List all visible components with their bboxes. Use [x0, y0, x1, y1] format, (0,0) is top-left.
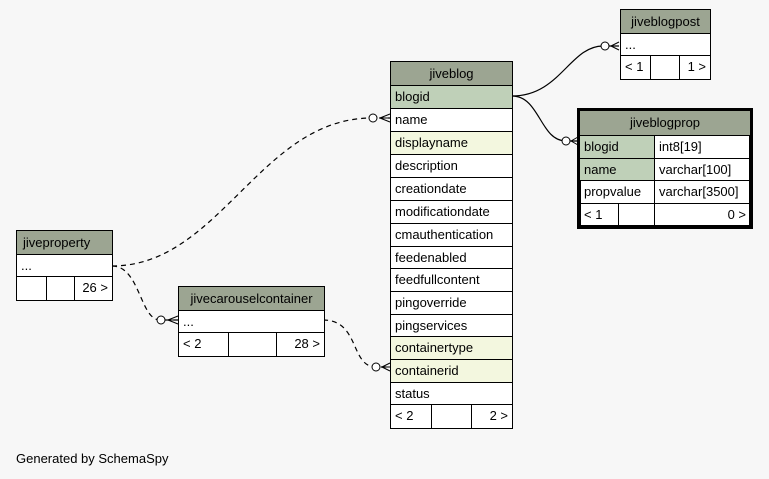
relationship-jiveblogpost-jiveblog [511, 45, 619, 97]
column-name[interactable]: propvalue [580, 181, 655, 203]
column-containerid[interactable]: containerid [391, 360, 512, 383]
column-blogid[interactable]: blogid [391, 86, 512, 109]
crowfoot-icon [610, 41, 620, 51]
parents-count[interactable]: < 2 [391, 405, 432, 428]
column-cmauthentication[interactable]: cmauthentication [391, 224, 512, 247]
relationship-jiveproperty-jivecarouselcontainer [111, 265, 178, 321]
children-count[interactable]: 0 > [727, 207, 746, 222]
table-footer: < 1 1 > [621, 56, 710, 79]
column-feedenabled[interactable]: feedenabled [391, 247, 512, 269]
table-footer: 26 > [17, 277, 112, 300]
relationship-end-circle [600, 41, 610, 51]
table-header[interactable]: jivecarouselcontainer [179, 287, 324, 311]
column-feedfullcontent[interactable]: feedfullcontent [391, 269, 512, 292]
column-status[interactable]: status [391, 383, 512, 405]
children-count[interactable]: 2 > [489, 408, 508, 423]
table-jiveproperty[interactable]: jiveproperty ... 26 > [16, 230, 113, 301]
table-jiveblogprop[interactable]: jiveblogprop blogid int8[19] name varcha… [577, 108, 753, 229]
relationship-end-circle [561, 136, 571, 146]
table-footer: < 2 2 > [391, 405, 512, 428]
column-row-propvalue[interactable]: propvalue varchar[3500] [580, 181, 750, 204]
crowfoot-icon [379, 113, 391, 123]
footer-spacer [229, 333, 277, 356]
table-jiveblogpost[interactable]: jiveblogpost ... < 1 1 > [620, 9, 711, 80]
column-pingoverride[interactable]: pingoverride [391, 292, 512, 315]
relationship-jivecarouselcontainer-jiveblog [322, 319, 390, 368]
table-header[interactable]: jiveblogprop [580, 111, 750, 136]
crowfoot-icon [167, 315, 179, 325]
parents-count[interactable]: < 1 [621, 56, 651, 79]
table-header[interactable]: jiveblogpost [621, 10, 710, 34]
footer-spacer [432, 405, 472, 428]
parents-count[interactable]: < 1 [580, 204, 619, 226]
table-footer: < 2 28 > [179, 333, 324, 356]
relationship-jiveproperty-jiveblog [111, 117, 390, 267]
crowfoot-icon [570, 136, 579, 146]
column-containertype[interactable]: containertype [391, 337, 512, 360]
column-ellipsis[interactable]: ... [621, 34, 710, 56]
table-jivecarouselcontainer[interactable]: jivecarouselcontainer ... < 2 28 > [178, 286, 325, 357]
column-displayname[interactable]: displayname [391, 132, 512, 155]
table-footer: < 1 0 > [580, 204, 750, 226]
relationship-end-circle [156, 315, 166, 325]
column-modificationdate[interactable]: modificationdate [391, 201, 512, 224]
children-count[interactable]: 26 > [82, 280, 108, 295]
relationship-end-circle [368, 113, 378, 123]
relationship-jiveblogprop-jiveblog [511, 95, 578, 142]
column-description[interactable]: description [391, 155, 512, 178]
column-type: varchar[3500] [659, 184, 739, 199]
table-jiveblog[interactable]: jiveblog blogid name displayname descrip… [390, 61, 513, 429]
column-row-name[interactable]: name varchar[100] [580, 159, 750, 181]
parents-count[interactable]: < 2 [179, 333, 229, 356]
column-ellipsis[interactable]: ... [17, 255, 112, 277]
relationship-end-circle [371, 362, 381, 372]
column-name[interactable]: name [580, 159, 655, 180]
generated-by-label: Generated by SchemaSpy [16, 451, 169, 466]
table-header[interactable]: jiveblog [391, 62, 512, 86]
parents-count[interactable] [17, 277, 47, 300]
footer-spacer [619, 204, 655, 226]
children-count[interactable]: 28 > [294, 336, 320, 351]
column-pingservices[interactable]: pingservices [391, 315, 512, 337]
column-row-blogid[interactable]: blogid int8[19] [580, 136, 750, 159]
column-type: int8[19] [659, 139, 702, 154]
column-name[interactable]: blogid [580, 136, 655, 158]
children-count[interactable]: 1 > [687, 59, 706, 74]
crowfoot-icon [381, 362, 391, 372]
column-ellipsis[interactable]: ... [179, 311, 324, 333]
table-header[interactable]: jiveproperty [17, 231, 112, 255]
footer-spacer [47, 277, 75, 300]
footer-spacer [651, 56, 680, 79]
column-name[interactable]: name [391, 109, 512, 132]
column-type: varchar[100] [659, 162, 732, 177]
column-creationdate[interactable]: creationdate [391, 178, 512, 201]
